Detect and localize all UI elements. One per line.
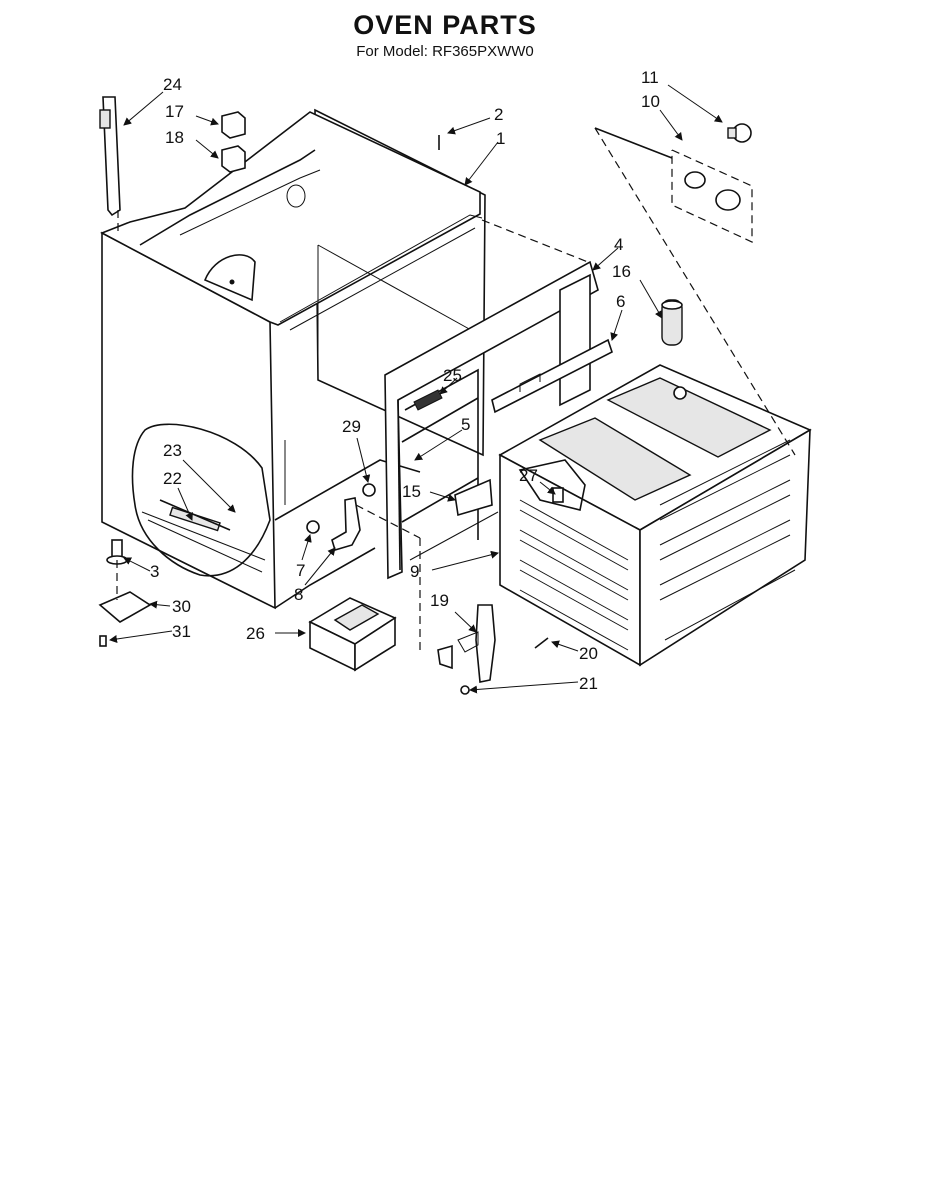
part-label-4: 4 [614, 235, 623, 254]
part-label-22: 22 [163, 469, 182, 488]
part-label-29: 29 [342, 417, 361, 436]
part-label-31: 31 [172, 622, 191, 641]
part-label-19: 19 [430, 591, 449, 610]
part-label-11: 11 [641, 68, 659, 87]
leader-lines [109, 84, 723, 694]
oven-liner-drawing [498, 364, 812, 667]
part-label-30: 30 [172, 597, 191, 616]
model-subtitle: For Model: RF365PXWW0 [356, 43, 534, 60]
part-label-23: 23 [163, 441, 182, 460]
part-label-2: 2 [494, 105, 503, 124]
part-label-26: 26 [246, 624, 265, 643]
part-label-24: 24 [163, 75, 182, 94]
part-label-27: 27 [519, 466, 538, 485]
part-labels: 24 17 18 2 1 11 10 4 16 6 25 5 29 23 22 … [150, 68, 660, 693]
part-label-1: 1 [496, 129, 505, 148]
part-label-21: 21 [579, 674, 598, 693]
part-label-10: 10 [641, 92, 660, 111]
part-label-25: 25 [443, 366, 462, 385]
front-frame-drawing [384, 260, 613, 580]
part-label-16: 16 [612, 262, 631, 281]
small-parts-drawing [98, 96, 753, 695]
part-label-20: 20 [579, 644, 598, 663]
part-label-3: 3 [150, 562, 159, 581]
part-label-9: 9 [410, 562, 419, 581]
part-label-7: 7 [296, 561, 305, 580]
alignment-lines [116, 127, 796, 650]
part-label-17: 17 [165, 102, 184, 121]
page-title: OVEN PARTS [353, 10, 537, 40]
part-label-8: 8 [294, 585, 303, 604]
part-label-15: 15 [402, 482, 421, 501]
part-label-6: 6 [616, 292, 625, 311]
part-label-5: 5 [461, 415, 470, 434]
part-label-18: 18 [165, 128, 184, 147]
